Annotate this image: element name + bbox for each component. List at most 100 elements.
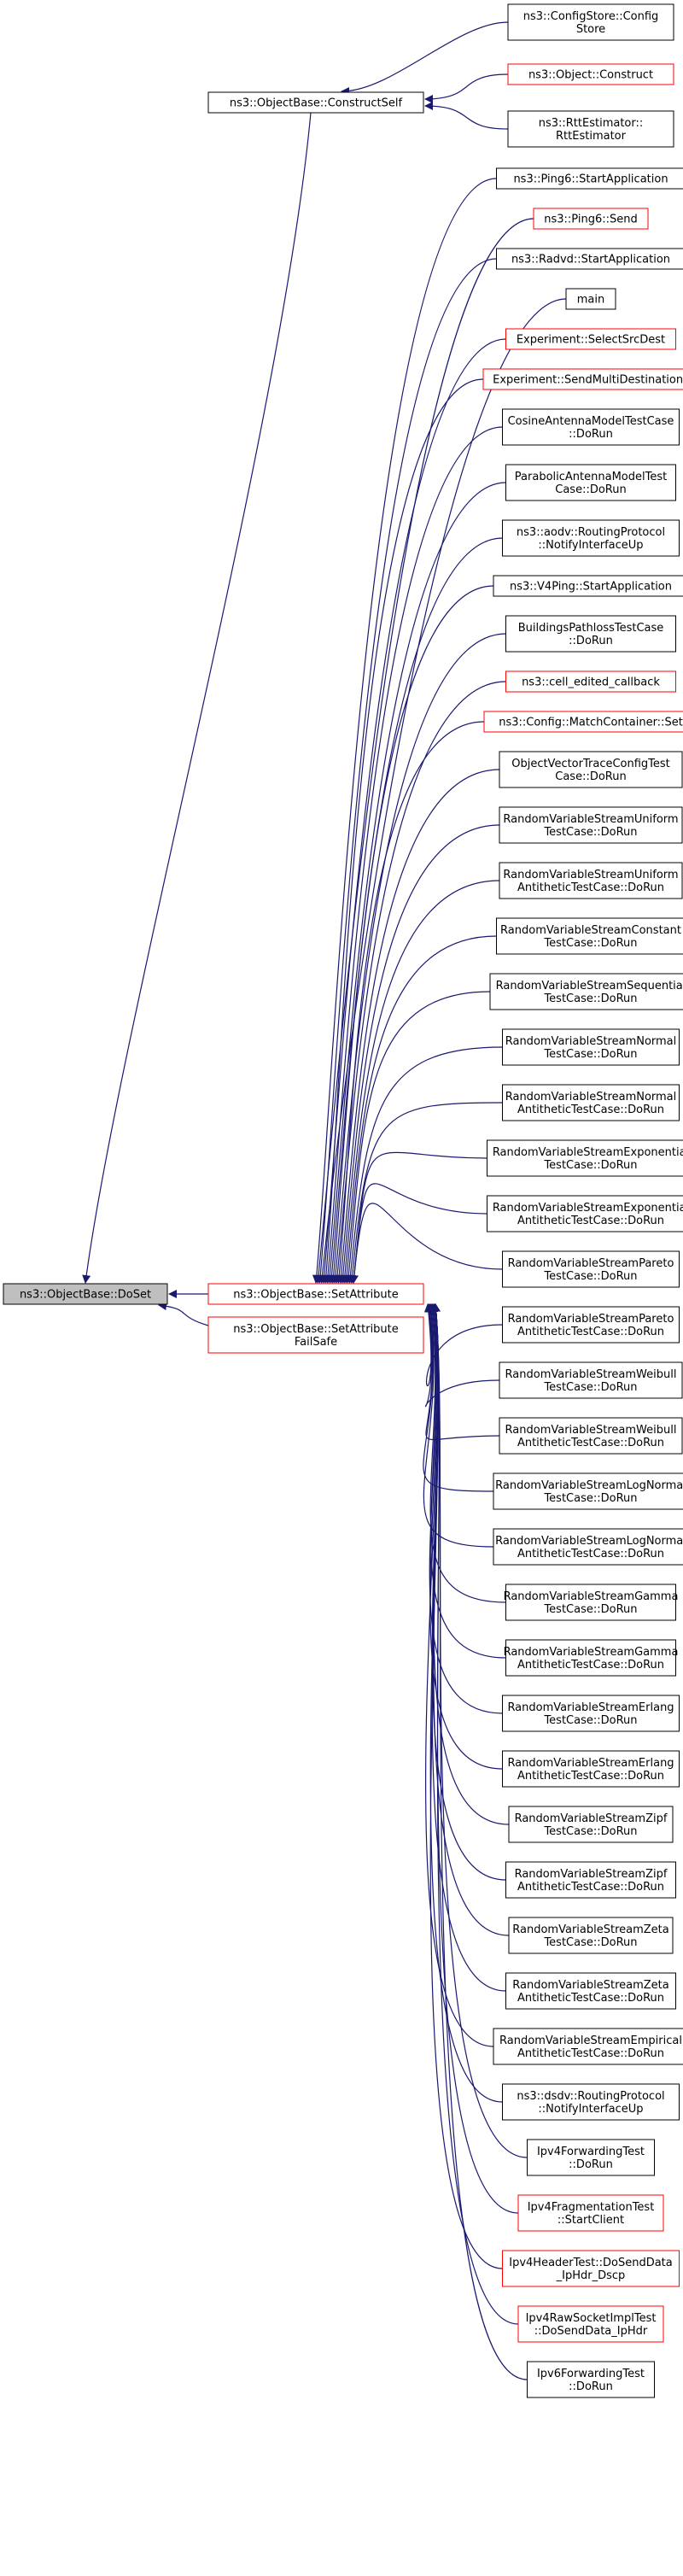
node-caller-randomvariablestreamgamma-antithetictestcase-dorun-label: RandomVariableStreamGamma — [504, 1646, 679, 1659]
node-caller-ipv4forwardingtest-dorun[interactable]: Ipv4ForwardingTest::DoRun — [527, 2139, 655, 2176]
node-caller-ns3-ping6-startapplication-box — [496, 167, 683, 190]
edge-caller-randomvariablestreamgamma-testcase-dorun-to-setattribute — [428, 1303, 506, 1603]
node-caller-randomvariablestreamerlang-testcase-dorun[interactable]: RandomVariableStreamErlangTestCase::DoRu… — [502, 1695, 680, 1732]
node-caller-ns3-v4ping-startapplication[interactable]: ns3::V4Ping::StartApplication — [493, 575, 683, 597]
node-caller-cosineantennamodeltestcase-dorun[interactable]: CosineAntennaModelTestCase::DoRun — [502, 408, 680, 446]
node-caller-randomvariablestreamexponential-antithetictestcase-dorun-box — [487, 1195, 683, 1232]
node-caller-randomvariablestreamexponential-antithetictestcase-dorun[interactable]: RandomVariableStreamExponentialAntitheti… — [487, 1195, 683, 1232]
node-setattribute[interactable]: ns3::ObjectBase::SetAttribute — [207, 1283, 424, 1305]
node-caller-cosineantennamodeltestcase-dorun-box — [502, 408, 680, 446]
edge-caller-ns3-v4ping-startapplication-to-setattribute — [329, 585, 494, 1284]
node-caller-randomvariablestreamuniform-testcase-dorun-box — [499, 806, 683, 844]
node-caller-randomvariablestreamempirical-antithetictestcase-dorun[interactable]: RandomVariableStreamEmpiricalAntitheticT… — [493, 2028, 683, 2065]
node-caller-ipv4headertest-dosenddata-iphdr-dscp[interactable]: Ipv4HeaderTest::DoSendData_IpHdr_Dscp — [502, 2250, 680, 2287]
node-caller-ns3-aodv-routingprotocol-notifyinterfaceup[interactable]: ns3::aodv::RoutingProtocol::NotifyInterf… — [502, 519, 680, 557]
node-caller-ns3-radvd-startapplication[interactable]: ns3::Radvd::StartApplication — [496, 248, 683, 270]
node-caller-randomvariablestreamzeta-antithetictestcase-dorun[interactable]: RandomVariableStreamZetaAntitheticTestCa… — [505, 1972, 676, 2010]
node-caller-randomvariablestreamzipf-antithetictestcase-dorun[interactable]: RandomVariableStreamZipfAntitheticTestCa… — [505, 1861, 676, 1899]
node-caller-ipv6forwardingtest-dorun[interactable]: Ipv6ForwardingTest::DoRun — [527, 2361, 655, 2398]
node-caller-ipv4forwardingtest-dorun-label: Ipv4ForwardingTest — [537, 2146, 645, 2158]
edge-caller-ns3-radvd-startapplication-to-setattribute — [316, 258, 497, 1284]
edge-caller-randomvariablestreampareto-testcase-dorun-to-setattribute — [349, 1203, 503, 1284]
node-caller-randomvariablestreamzipf-testcase-dorun-box — [508, 1806, 674, 1843]
node-caller-randomvariablestreamweibull-antithetictestcase-dorun[interactable]: RandomVariableStreamWeibullAntitheticTes… — [499, 1417, 683, 1455]
node-caller-ns3-aodv-routingprotocol-notifyinterfaceup-label: ns3::aodv::RoutingProtocol — [517, 526, 665, 539]
node-caller-randomvariablestreamgamma-antithetictestcase-dorun[interactable]: RandomVariableStreamGammaAntitheticTestC… — [504, 1639, 679, 1677]
node-caller-randomvariablestreamweibull-testcase-dorun[interactable]: RandomVariableStreamWeibullTestCase::DoR… — [499, 1361, 683, 1399]
node-caller-randomvariablestreamuniform-testcase-dorun[interactable]: RandomVariableStreamUniformTestCase::DoR… — [499, 806, 683, 844]
node-caller-ns3-radvd-startapplication-label: ns3::Radvd::StartApplication — [511, 254, 670, 266]
node-caller-randomvariablestreamzipf-antithetictestcase-dorun-box — [505, 1861, 676, 1899]
edge-caller-randomvariablestreamlognormal-antithetictestcase-dorun-to-setattribute — [423, 1303, 494, 1548]
node-caller-objectvectortraceconfigtest-case-dorun-label: ObjectVectorTraceConfigTest — [511, 758, 670, 770]
edge-caller-2-to-constructself — [424, 102, 509, 130]
node-caller-randomvariablestreamexponential-testcase-dorun-label: RandomVariableStreamExponential — [493, 1146, 683, 1159]
node-caller-randomvariablestreamweibull-testcase-dorun-label: TestCase::DoRun — [543, 1381, 637, 1394]
node-caller-ns3-rttestimator-rttestimator-box — [507, 110, 674, 148]
node-caller-main[interactable]: main — [565, 288, 616, 310]
node-caller-randomvariablestreamconstant-testcase-dorun-label: TestCase::DoRun — [543, 937, 637, 950]
edge-caller-randomvariablestreamuniform-antithetictestcase-dorun-to-setattribute — [340, 880, 500, 1284]
node-caller-ipv4rawsocketimpltest-dosenddata-iphdr-box — [517, 2305, 664, 2343]
node-caller-randomvariablestreamnormal-antithetictestcase-dorun-label: RandomVariableStreamNormal — [505, 1091, 677, 1104]
node-caller-ns3-object-construct[interactable]: ns3::Object::Construct — [507, 63, 674, 85]
node-caller-randomvariablestreamsequential-testcase-dorun-label: RandomVariableStreamSequential — [496, 980, 683, 992]
node-caller-randomvariablestreampareto-antithetictestcase-dorun[interactable]: RandomVariableStreamParetoAntitheticTest… — [502, 1306, 680, 1344]
node-caller-randomvariablestreamgamma-antithetictestcase-dorun-box — [505, 1639, 676, 1677]
node-caller-ns3-rttestimator-rttestimator[interactable]: ns3::RttEstimator::RttEstimator — [507, 110, 674, 148]
node-caller-randomvariablestreamnormal-antithetictestcase-dorun[interactable]: RandomVariableStreamNormalAntitheticTest… — [502, 1084, 680, 1121]
node-caller-ns3-config-matchcontainer-set[interactable]: ns3::Config::MatchContainer::Set — [483, 711, 683, 733]
node-caller-ns3-ping6-startapplication[interactable]: ns3::Ping6::StartApplication — [496, 167, 683, 190]
node-caller-randomvariablestreamuniform-antithetictestcase-dorun[interactable]: RandomVariableStreamUniformAntitheticTes… — [499, 862, 683, 899]
node-caller-randomvariablestreamnormal-antithetictestcase-dorun-box — [502, 1084, 680, 1121]
nodes-layer: ns3::ObjectBase::DoSet ns3::ObjectBase::C… — [3, 3, 683, 2398]
node-caller-randomvariablestreamerlang-antithetictestcase-dorun[interactable]: RandomVariableStreamErlangAntitheticTest… — [502, 1750, 680, 1788]
node-ns3-objectbase-doset[interactable]: ns3::ObjectBase::DoSet — [3, 1283, 168, 1305]
node-caller-ns3-config-matchcontainer-set-box — [483, 711, 683, 733]
node-caller-randomvariablestreamlognormal-antithetictestcase-dorun-box — [493, 1528, 683, 1566]
node-caller-experiment-selectsrcdest-box — [505, 328, 676, 350]
edge-caller-ipv4headertest-dosenddata-iphdr-dscp-to-setattribute — [429, 1303, 503, 2269]
node-caller-randomvariablestreamexponential-testcase-dorun[interactable]: RandomVariableStreamExponentialTestCase:… — [487, 1139, 683, 1177]
node-caller-randomvariablestreamgamma-testcase-dorun-label: RandomVariableStreamGamma — [504, 1590, 679, 1603]
node-caller-ns3-cell-edited-callback-label: ns3::cell_edited_callback — [522, 676, 660, 689]
edge-caller-1-to-constructself — [424, 73, 509, 103]
node-caller-experiment-sendmultidestinations[interactable]: Experiment::SendMultiDestinations — [482, 368, 683, 390]
node-caller-randomvariablestreamerlang-testcase-dorun-box — [502, 1695, 680, 1732]
node-caller-parabolicantennamodeltest-case-dorun-label: ParabolicAntennaModelTest — [515, 471, 667, 483]
node-caller-ipv4fragmentationtest-startclient-label: ::StartClient — [557, 2214, 624, 2227]
node-caller-randomvariablestreampareto-testcase-dorun[interactable]: RandomVariableStreamParetoTestCase::DoRu… — [502, 1250, 680, 1288]
node-caller-randomvariablestreamnormal-testcase-dorun[interactable]: RandomVariableStreamNormalTestCase::DoRu… — [502, 1028, 680, 1066]
node-caller-cosineantennamodeltestcase-dorun-label: ::DoRun — [569, 428, 613, 441]
node-caller-ns3-configstore-config-store-label: Store — [576, 23, 605, 36]
node-caller-ns3-dsdv-routingprotocol-notifyinterfaceup[interactable]: ns3::dsdv::RoutingProtocol::NotifyInterf… — [502, 2083, 680, 2121]
edge-setattributefailsafe-to-doset — [158, 1302, 209, 1326]
node-caller-randomvariablestreamsequential-testcase-dorun[interactable]: RandomVariableStreamSequentialTestCase::… — [489, 973, 683, 1010]
node-caller-randomvariablestreamnormal-testcase-dorun-label: TestCase::DoRun — [543, 1048, 637, 1061]
node-caller-ns3-cell-edited-callback[interactable]: ns3::cell_edited_callback — [505, 670, 676, 693]
node-caller-randomvariablestreamconstant-testcase-dorun-box — [496, 917, 683, 955]
edge-caller-ns3-cell-edited-callback-to-setattribute — [333, 681, 506, 1284]
node-caller-randomvariablestreamlognormal-testcase-dorun-label: RandomVariableStreamLogNormal — [495, 1479, 683, 1492]
node-caller-randomvariablestreamlognormal-antithetictestcase-dorun[interactable]: RandomVariableStreamLogNormalAntitheticT… — [493, 1528, 683, 1566]
node-caller-ipv4rawsocketimpltest-dosenddata-iphdr[interactable]: Ipv4RawSocketImplTest::DoSendData_IpHdr — [517, 2305, 664, 2343]
node-caller-buildingspathlosstestcase-dorun[interactable]: BuildingsPathlossTestCase::DoRun — [505, 615, 676, 653]
node-caller-randomvariablestreamconstant-testcase-dorun[interactable]: RandomVariableStreamConstantTestCase::Do… — [496, 917, 683, 955]
node-caller-randomvariablestreamempirical-antithetictestcase-dorun-label: RandomVariableStreamEmpirical — [499, 2034, 682, 2047]
node-caller-randomvariablestreamnormal-testcase-dorun-label: RandomVariableStreamNormal — [505, 1035, 677, 1048]
node-caller-experiment-selectsrcdest[interactable]: Experiment::SelectSrcDest — [505, 328, 676, 350]
node-caller-randomvariablestreamzeta-testcase-dorun-label: TestCase::DoRun — [543, 1936, 637, 1949]
node-caller-ipv4fragmentationtest-startclient[interactable]: Ipv4FragmentationTest::StartClient — [517, 2194, 664, 2232]
node-caller-randomvariablestreamlognormal-testcase-dorun[interactable]: RandomVariableStreamLogNormalTestCase::D… — [493, 1472, 683, 1510]
node-caller-ns3-configstore-config-store[interactable]: ns3::ConfigStore::ConfigStore — [507, 3, 674, 41]
node-caller-ns3-ping6-send[interactable]: ns3::Ping6::Send — [533, 208, 649, 230]
edge-caller-randomvariablestreamlognormal-testcase-dorun-to-setattribute — [423, 1303, 494, 1492]
node-constructself[interactable]: ns3::ObjectBase::ConstructSelf — [207, 91, 424, 114]
